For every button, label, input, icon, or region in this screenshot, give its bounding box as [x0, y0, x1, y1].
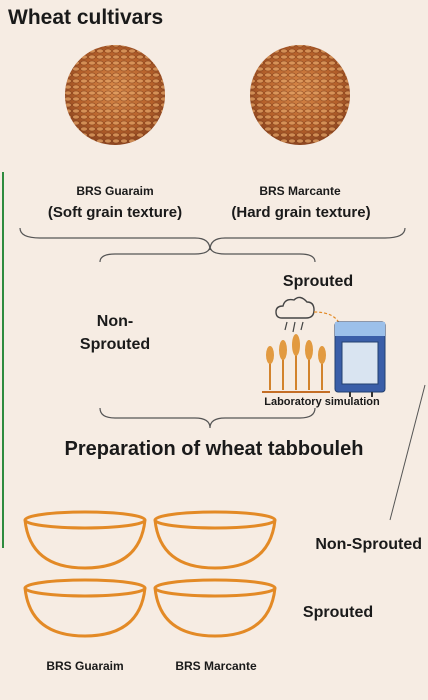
lab-simulation-label: Laboratory simulation [237, 396, 407, 408]
column-label-guaraim: BRS Guaraim [15, 659, 155, 673]
cultivar-texture-guaraim: (Soft grain texture) [10, 204, 220, 221]
cultivar-texture-marcante: (Hard grain texture) [196, 204, 406, 221]
non-sprouted-label: Non- Sprouted [60, 310, 170, 356]
merge-brace [100, 408, 315, 428]
row-label-sprouted: Sprouted [282, 604, 394, 622]
bowl-icon-sprouted-guaraim [25, 580, 145, 636]
bowl-icon-sprouted-marcante [155, 580, 275, 636]
page-title: Wheat cultivars [8, 6, 163, 30]
bowl-icon-non-sprouted-marcante [155, 512, 275, 568]
rain-cloud-icon [276, 297, 314, 332]
preparation-title: Preparation of wheat tabbouleh [0, 438, 428, 461]
cultivars-brace [20, 228, 405, 250]
column-label-marcante: BRS Marcante [146, 659, 286, 673]
cultivar-name-marcante: BRS Marcante [200, 184, 400, 198]
bowl-icon-non-sprouted-guaraim [25, 512, 145, 568]
grain-pile-icon-marcante [250, 45, 350, 145]
wheat-stalks-icon [262, 334, 330, 392]
branch-brace [100, 246, 315, 262]
row-label-non-sprouted: Non-Sprouted [282, 536, 422, 554]
sprouted-label: Sprouted [268, 273, 368, 291]
incubator-icon [335, 322, 385, 397]
cultivar-name-guaraim: BRS Guaraim [15, 184, 215, 198]
grain-pile-icon-guaraim [65, 45, 165, 145]
